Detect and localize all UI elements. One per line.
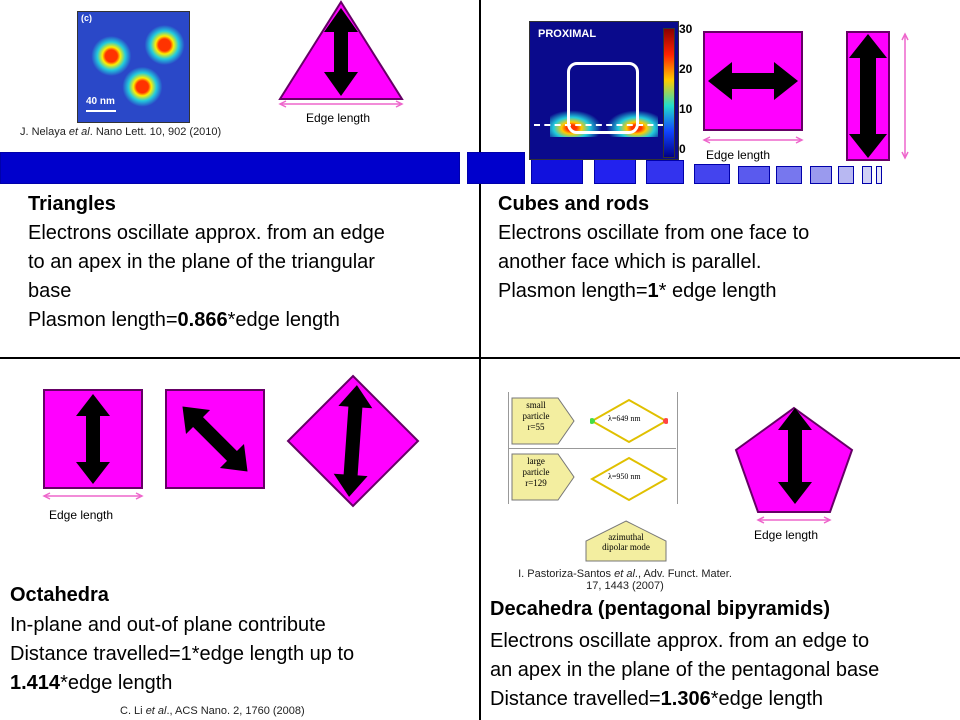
colorbar bbox=[663, 28, 675, 158]
inset-panel-letter: (c) bbox=[81, 13, 92, 23]
decahedra-description: Electrons oscillate approx. from an edge… bbox=[490, 630, 880, 710]
rod-length-marker bbox=[901, 32, 909, 160]
cube-field-inset: PROXIMAL bbox=[529, 21, 679, 160]
small-mode-diamond bbox=[590, 398, 668, 444]
rod-diagram bbox=[846, 31, 909, 161]
bar-segment bbox=[738, 166, 770, 184]
small-particle-arrow bbox=[511, 397, 575, 445]
bar-segment bbox=[594, 158, 636, 184]
bar-segment bbox=[467, 152, 525, 184]
proximal-line bbox=[534, 124, 674, 126]
octahedra-title: Octahedra bbox=[10, 584, 109, 606]
octahedron-edge-label: Edge length bbox=[49, 508, 114, 522]
vertical-double-arrow-icon bbox=[778, 408, 812, 504]
inset-scale-label: 40 nm bbox=[86, 96, 115, 107]
bar-segment bbox=[694, 164, 730, 184]
bar-segment bbox=[862, 166, 872, 184]
triangle-edge-label: Edge length bbox=[306, 111, 371, 125]
triangle-microscopy-inset: (c) 40 nm bbox=[77, 11, 190, 123]
cubes-title: Cubes and rods bbox=[498, 193, 650, 215]
bar-segment bbox=[838, 166, 854, 184]
small-lambda-label: λ=649 nm bbox=[608, 414, 641, 423]
cube-diagram bbox=[702, 31, 804, 144]
diagonal-double-arrow-icon bbox=[182, 406, 248, 472]
large-particle-label: large particle r=129 bbox=[522, 456, 550, 488]
horizontal-double-arrow-icon bbox=[708, 62, 798, 100]
decahedra-title: Decahedra (pentagonal bipyramids) bbox=[490, 598, 831, 620]
large-lambda-label: λ=950 nm bbox=[608, 472, 641, 481]
edge-length-marker bbox=[42, 492, 144, 500]
cubes-description: Electrons oscillate from one face to ano… bbox=[498, 222, 810, 302]
bar-segment bbox=[776, 166, 802, 184]
triangles-description: Electrons oscillate approx. from an edge… bbox=[28, 222, 385, 331]
edge-length-marker bbox=[702, 136, 804, 144]
scale-bar bbox=[86, 110, 116, 112]
triangles-citation: J. Nelaya et al. Nano Lett. 10, 902 (201… bbox=[20, 126, 222, 138]
large-particle-arrow bbox=[511, 453, 575, 501]
edge-length-marker bbox=[756, 516, 832, 524]
vertical-double-arrow-icon bbox=[333, 385, 373, 497]
pentagon-diagram bbox=[734, 406, 854, 524]
azimuthal-mode-arrow bbox=[585, 520, 667, 562]
pentagon-edge-label: Edge length bbox=[754, 528, 819, 542]
octahedra-description: In-plane and out-of plane contribute Dis… bbox=[10, 614, 355, 694]
octahedra-diagrams bbox=[42, 374, 420, 508]
cube-edge-label: Edge length bbox=[706, 148, 771, 162]
decahedra-figure: small particle r=55 λ=649 nm large parti… bbox=[500, 384, 680, 514]
cube-outline bbox=[567, 62, 639, 134]
bar-segment bbox=[531, 158, 583, 184]
horizontal-divider bbox=[0, 357, 960, 359]
double-arrow-icon bbox=[324, 8, 358, 96]
colorbar-ticks: 30 20 10 0 bbox=[679, 22, 693, 156]
large-mode-diamond bbox=[590, 456, 668, 502]
vertical-double-arrow-icon bbox=[849, 34, 887, 158]
bar-segment bbox=[646, 160, 684, 184]
octahedra-citation: C. Li et al., ACS Nano. 2, 1760 (2008) bbox=[120, 705, 305, 717]
azimuthal-mode-label: azimuthal dipolar mode bbox=[602, 532, 650, 552]
triangles-title: Triangles bbox=[28, 193, 116, 215]
vertical-double-arrow-icon bbox=[76, 394, 110, 484]
proximal-label: PROXIMAL bbox=[538, 28, 597, 40]
bar-segment bbox=[0, 152, 460, 184]
small-particle-label: small particle r=55 bbox=[522, 400, 550, 432]
decahedra-citation: I. Pastoriza-Santos et al., Adv. Funct. … bbox=[518, 568, 732, 592]
edge-length-marker bbox=[278, 100, 404, 108]
vertical-divider bbox=[479, 0, 481, 720]
bar-segment bbox=[876, 166, 882, 184]
bar-segment bbox=[810, 166, 832, 184]
triangle-diagram bbox=[278, 0, 404, 108]
bar-strip bbox=[0, 152, 890, 184]
